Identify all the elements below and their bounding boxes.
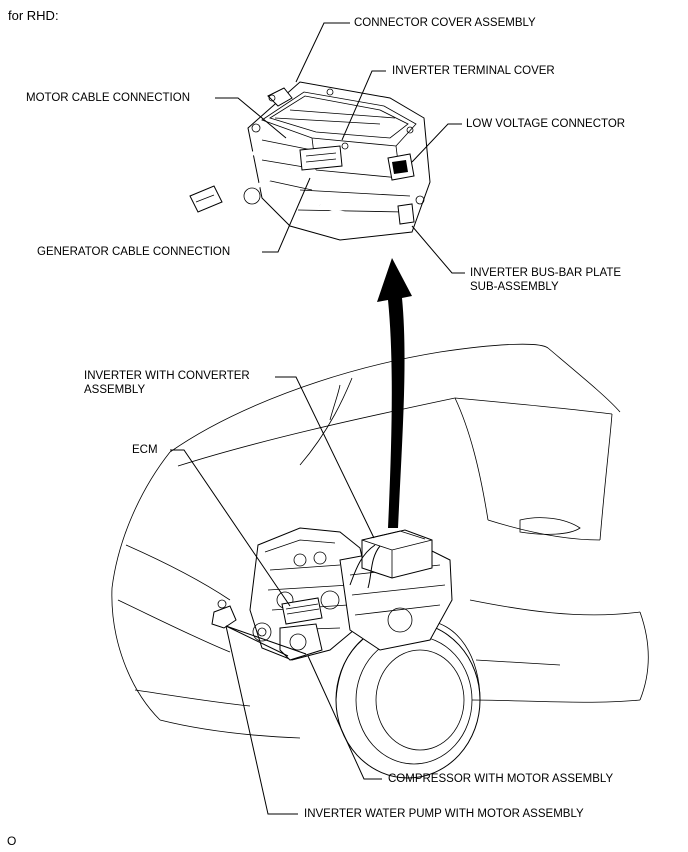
label-bus-bar-line2: SUB-ASSEMBLY: [470, 281, 559, 293]
label-generator-cable-connection: GENERATOR CABLE CONNECTION: [37, 246, 231, 258]
figure-code: O: [7, 834, 17, 848]
variant-label: for RHD:: [8, 8, 59, 23]
engine-bay-assembly: [211, 527, 453, 661]
vehicle-outline: [111, 343, 649, 779]
leader-lines: [170, 22, 465, 815]
label-motor-cable-connection: MOTOR CABLE CONNECTION: [26, 92, 190, 104]
zoom-arrow: [377, 258, 412, 528]
label-low-voltage-connector: LOW VOLTAGE CONNECTOR: [466, 118, 626, 130]
label-inverter-converter-line2: ASSEMBLY: [84, 384, 146, 396]
label-ecm: ECM: [132, 444, 158, 456]
inverter-detail-illustration: [189, 81, 431, 241]
label-inverter-converter-line1: INVERTER WITH CONVERTER: [84, 370, 250, 382]
label-water-pump: INVERTER WATER PUMP WITH MOTOR ASSEMBLY: [304, 808, 584, 820]
label-inverter-terminal-cover: INVERTER TERMINAL COVER: [392, 65, 555, 77]
label-compressor: COMPRESSOR WITH MOTOR ASSEMBLY: [388, 773, 614, 785]
label-connector-cover: CONNECTOR COVER ASSEMBLY: [354, 17, 536, 29]
label-bus-bar-line1: INVERTER BUS-BAR PLATE: [470, 267, 622, 279]
